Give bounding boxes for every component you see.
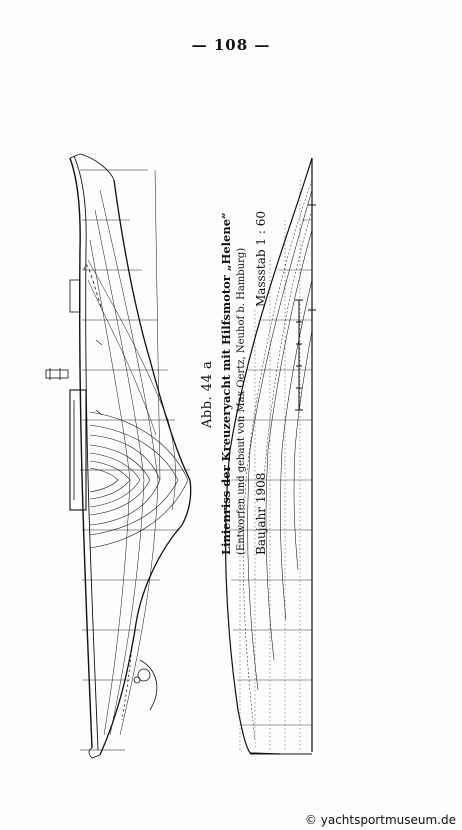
figure-caption: Abb. 44 a Linienriss der Kreuzeryacht mi…: [200, 155, 300, 555]
sheer-plan: [45, 153, 192, 759]
figure-credit: (Entworfen und gebaut von Max Oertz, Neu…: [236, 247, 247, 555]
half-breadth-plan: [224, 157, 316, 755]
figure-title: Linienriss der Kreuzeryacht mit Hilfsmot…: [219, 212, 233, 555]
page-number: — 108 —: [191, 36, 271, 54]
scale-bar: [295, 299, 303, 411]
lines-plan-drawing: [45, 153, 316, 759]
build-year: Baujahr 1908: [254, 472, 268, 555]
figure-label: Abb. 44 a: [200, 360, 215, 428]
watermark: © yachtsportmuseum.de: [304, 813, 456, 827]
drawing-scale: Massstab 1 : 60: [254, 211, 268, 307]
